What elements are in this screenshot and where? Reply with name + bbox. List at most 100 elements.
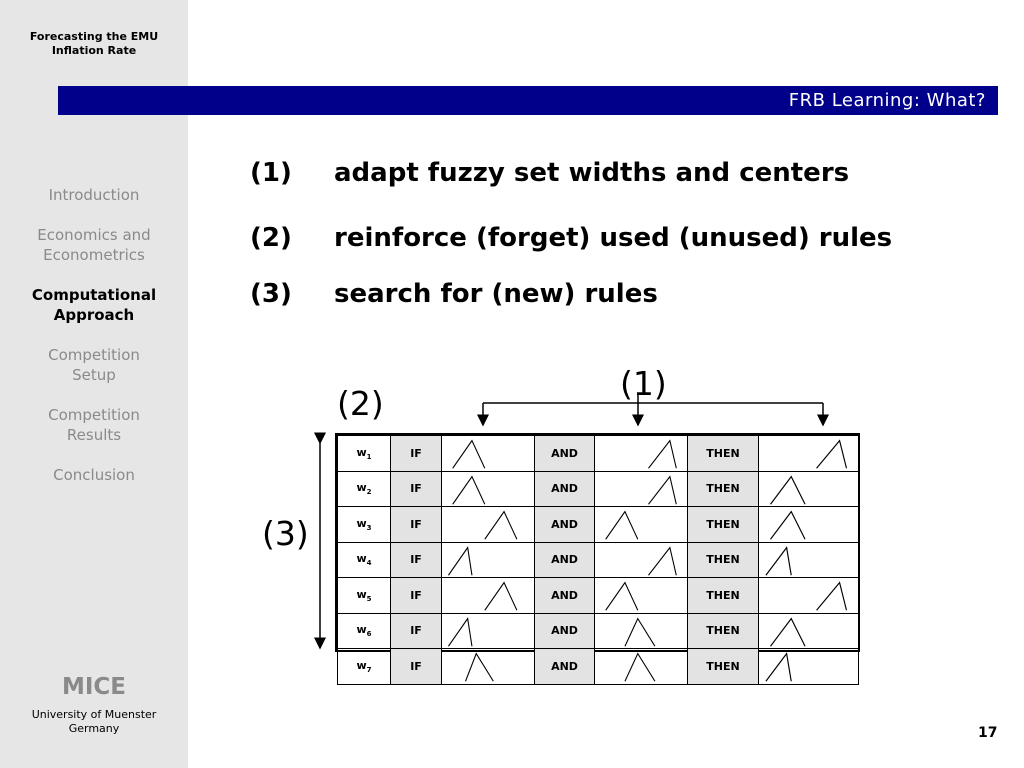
section-nav: Introduction Economics and Econometrics …	[0, 185, 188, 505]
nav-item-label: Approach	[53, 306, 135, 324]
fuzzy-set-cell	[758, 506, 859, 543]
page-number: 17	[978, 725, 998, 741]
membership-function-icon	[484, 510, 518, 540]
presentation-title-line1: Forecasting the EMU	[29, 30, 159, 43]
mice-logo: MICE	[61, 674, 127, 700]
fuzzy-set-cell	[441, 577, 535, 614]
point-text: search for (new) rules	[334, 279, 658, 309]
weight-symbol: w	[356, 516, 367, 530]
weight-symbol: w	[356, 481, 367, 495]
weight-symbol: w	[356, 623, 367, 637]
membership-function-icon	[624, 652, 656, 682]
point-number: (2)	[250, 223, 292, 253]
membership-function-icon	[484, 581, 518, 611]
diagram-label-1: (1)	[620, 364, 667, 403]
weight-index: 6	[366, 630, 372, 639]
membership-function-icon	[648, 474, 677, 505]
keyword-if: IF	[390, 577, 442, 614]
nav-item-economics[interactable]: Economics and Econometrics	[0, 225, 188, 265]
nav-item-label: Introduction	[48, 186, 140, 204]
membership-function-icon	[816, 581, 848, 611]
nav-item-label: Computational	[31, 286, 157, 304]
fuzzy-set-cell	[758, 648, 859, 685]
fuzzy-set-cell	[594, 577, 688, 614]
point-2: (2) reinforce (forget) used (unused) rule…	[250, 223, 892, 253]
fuzzy-set-cell	[441, 648, 535, 685]
keyword-and: AND	[534, 577, 595, 614]
keyword-and: AND	[534, 541, 595, 579]
diagram-label-3: (3)	[262, 514, 309, 553]
keyword-and: AND	[534, 435, 595, 472]
fuzzy-set-cell	[594, 648, 688, 685]
keyword-then: THEN	[687, 435, 759, 472]
keyword-and: AND	[534, 506, 595, 543]
weight-symbol: w	[356, 587, 367, 601]
fuzzy-set-cell	[758, 470, 859, 508]
fuzzy-set-cell	[594, 541, 688, 579]
rule-weight: w2	[337, 470, 391, 508]
keyword-then: THEN	[687, 577, 759, 614]
keyword-and: AND	[534, 612, 595, 650]
nav-item-label: Econometrics	[43, 246, 145, 264]
membership-function-icon	[624, 617, 656, 647]
presentation-title-line2: Inflation Rate	[51, 44, 137, 57]
keyword-if: IF	[390, 470, 442, 508]
rule-weight: w4	[337, 541, 391, 579]
weight-index: 2	[366, 488, 372, 497]
membership-function-icon	[770, 510, 806, 540]
weight-index: 1	[366, 452, 372, 461]
bracket-arrows	[477, 395, 829, 427]
nav-item-label: Economics and	[37, 226, 151, 244]
keyword-then: THEN	[687, 541, 759, 579]
point-number: (3)	[250, 279, 292, 309]
nav-item-conclusion[interactable]: Conclusion	[0, 465, 188, 485]
fuzzy-set-cell	[594, 506, 688, 543]
keyword-and: AND	[534, 648, 595, 685]
nav-item-label: Competition	[48, 346, 140, 364]
nav-item-computational[interactable]: Computational Approach	[0, 285, 188, 325]
weight-symbol: w	[356, 552, 367, 566]
fuzzy-set-cell	[441, 506, 535, 543]
rule-weight: w3	[337, 506, 391, 543]
fuzzy-set-cell	[441, 612, 535, 650]
fuzzy-set-cell	[594, 435, 688, 472]
university-line1: University of Muenster	[31, 708, 157, 721]
nav-item-competition-results[interactable]: Competition Results	[0, 405, 188, 445]
membership-function-icon	[447, 616, 473, 647]
fuzzy-set-cell	[594, 612, 688, 650]
membership-function-icon	[447, 545, 473, 576]
fuzzy-set-cell	[758, 541, 859, 579]
keyword-if: IF	[390, 612, 442, 650]
keyword-and: AND	[534, 470, 595, 508]
rule-weight: w1	[337, 435, 391, 472]
membership-function-icon	[465, 652, 494, 682]
keyword-if: IF	[390, 435, 442, 472]
keyword-then: THEN	[687, 506, 759, 543]
diagram-label-2: (2)	[337, 384, 384, 423]
membership-function-icon	[452, 475, 486, 505]
weight-symbol: w	[356, 658, 367, 672]
membership-function-icon	[765, 652, 792, 682]
university-label: University of Muenster Germany	[0, 708, 188, 736]
weight-index: 4	[366, 559, 372, 568]
slide-title-bar: FRB Learning: What?	[58, 86, 998, 115]
nav-item-competition-setup[interactable]: Competition Setup	[0, 345, 188, 385]
rule-weight: w7	[337, 648, 391, 685]
presentation-title: Forecasting the EMU Inflation Rate	[0, 30, 188, 58]
membership-function-icon	[648, 545, 677, 576]
membership-function-icon	[770, 475, 806, 505]
nav-item-introduction[interactable]: Introduction	[0, 185, 188, 205]
point-text: reinforce (forget) used (unused) rules	[334, 223, 893, 253]
fuzzy-set-cell	[758, 435, 859, 472]
nav-item-label: Competition	[48, 406, 140, 424]
point-number: (1)	[250, 158, 292, 188]
rule-weight: w5	[337, 577, 391, 614]
keyword-if: IF	[390, 506, 442, 543]
